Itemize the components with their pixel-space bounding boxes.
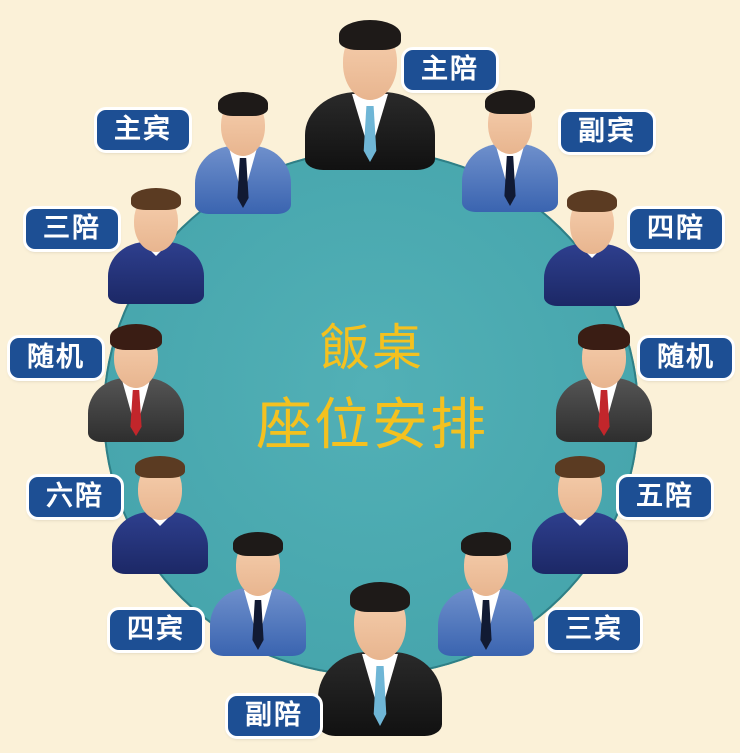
seat-label-host: 主陪 — [404, 50, 496, 90]
person-fourth-companion-icon — [544, 186, 640, 306]
title-line-2: 座位安排 — [256, 393, 488, 458]
seat-label-random-left: 随机 — [10, 338, 102, 378]
person-fourth-guest-icon — [210, 528, 306, 656]
seat-label-deputy-guest: 副宾 — [561, 112, 653, 152]
person-random-left-icon — [88, 320, 184, 442]
seat-label-third-companion: 三陪 — [26, 209, 118, 249]
seat-label-sixth-companion: 六陪 — [29, 477, 121, 517]
title-line-1: 飯桌 — [320, 319, 424, 377]
seat-label-fourth-companion: 四陪 — [630, 209, 722, 249]
person-main-guest-icon — [195, 88, 291, 214]
seat-label-fifth-companion: 五陪 — [619, 477, 711, 517]
person-host-icon — [305, 14, 435, 170]
seat-label-main-guest: 主宾 — [97, 110, 189, 150]
seat-label-deputy-host: 副陪 — [228, 696, 320, 736]
seat-label-random-right: 随机 — [640, 338, 732, 378]
seat-label-third-guest: 三宾 — [548, 610, 640, 650]
seat-label-fourth-guest: 四宾 — [110, 610, 202, 650]
person-third-companion-icon — [108, 184, 204, 304]
person-fifth-companion-icon — [532, 452, 628, 574]
person-random-right-icon — [556, 320, 652, 442]
person-sixth-companion-icon — [112, 452, 208, 574]
person-third-guest-icon — [438, 528, 534, 656]
person-deputy-guest-icon — [462, 86, 558, 212]
person-deputy-host-icon — [318, 576, 442, 736]
